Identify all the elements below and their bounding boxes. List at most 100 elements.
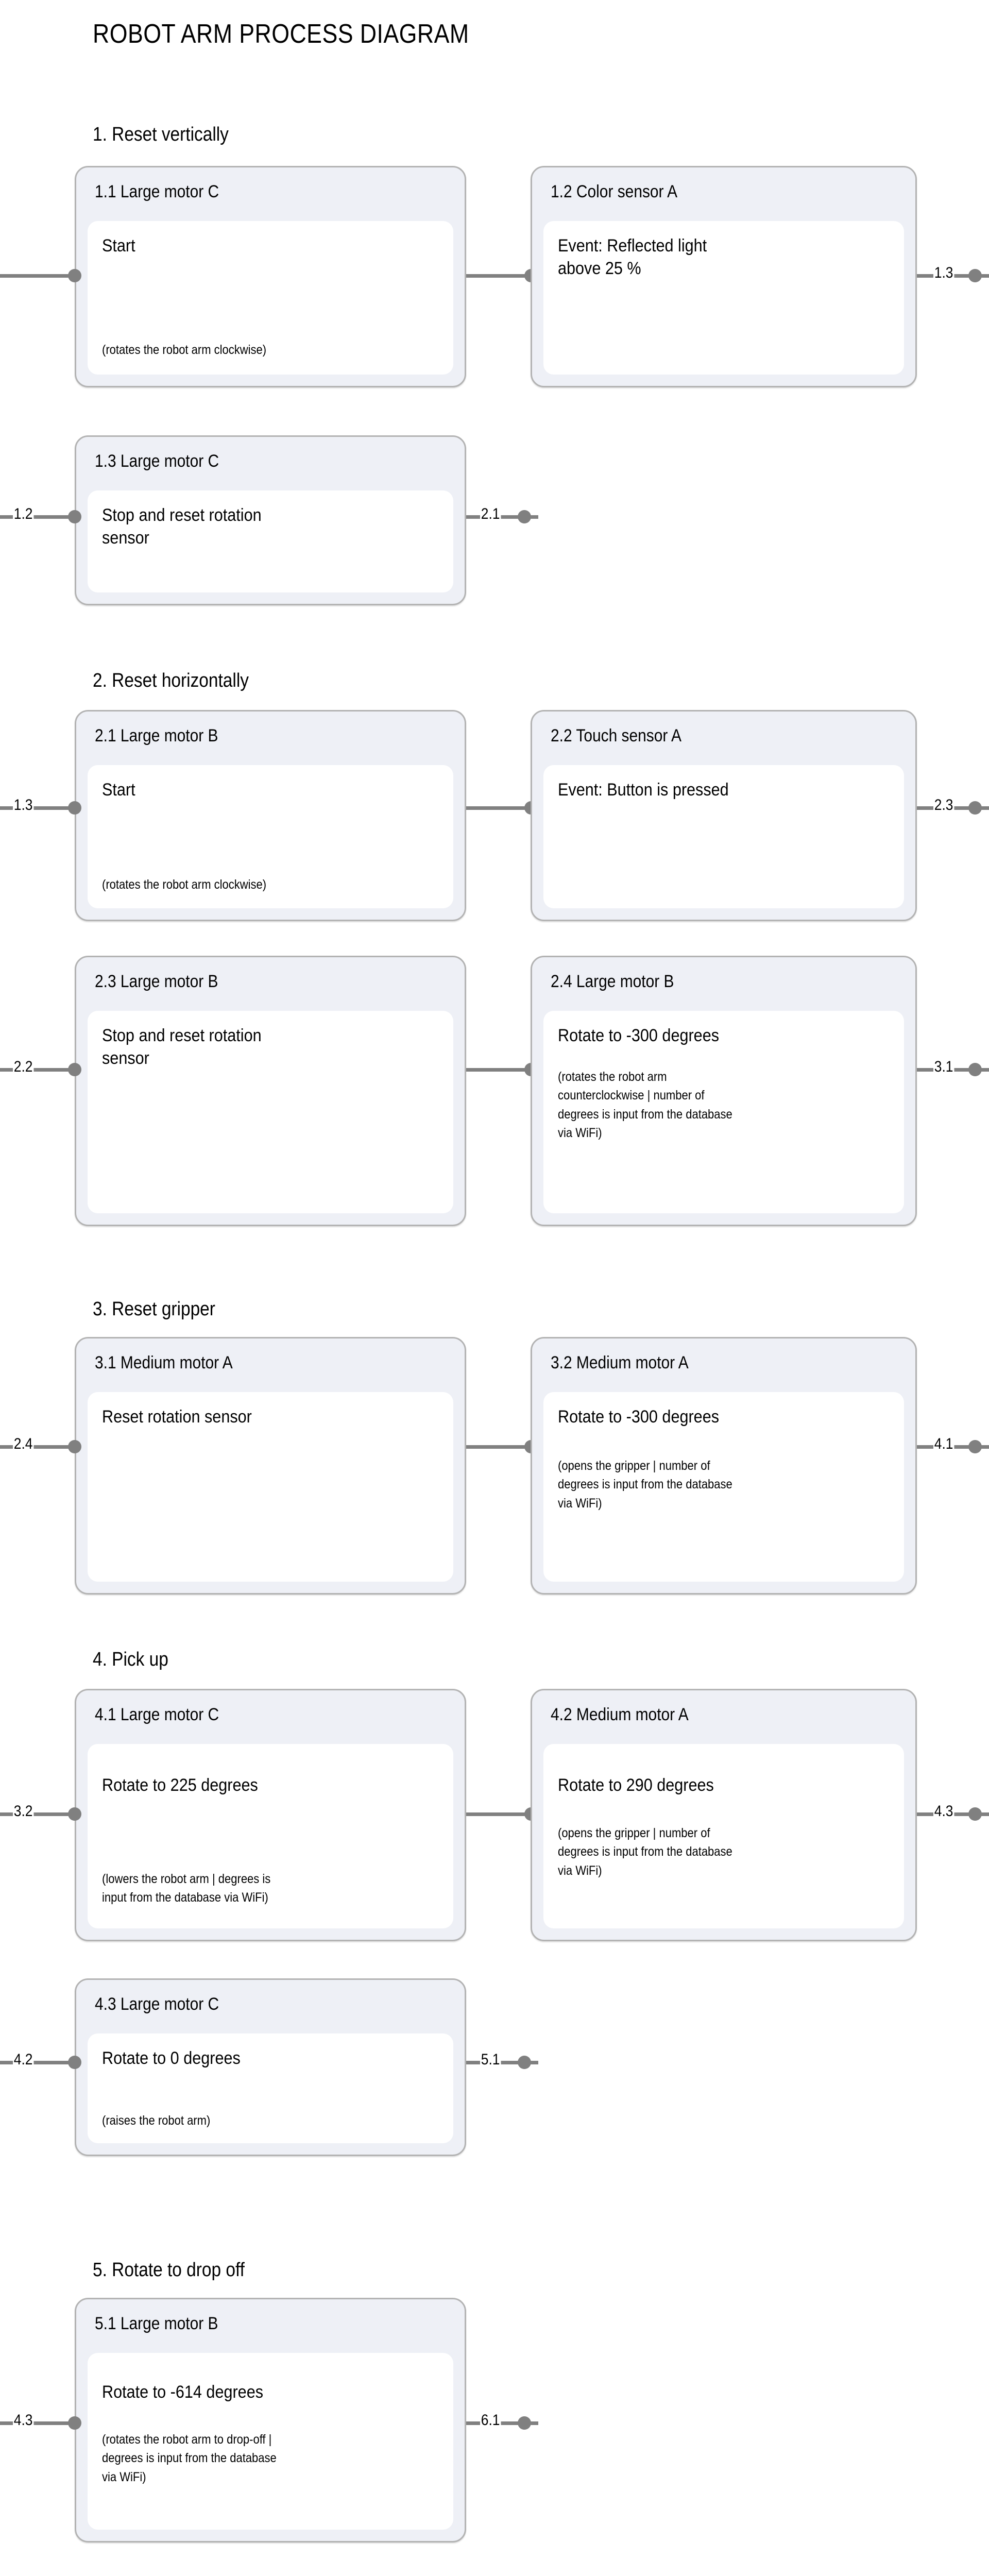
card-body: Stop and reset rotation sensor [88,490,453,592]
wire-dot [68,510,81,523]
card-1-3[interactable]: 1.3 Large motor C Stop and reset rotatio… [75,435,466,605]
card-main-text: Reset rotation sensor [102,1407,252,1427]
section-title-5: 5. Rotate to drop off [93,2259,245,2281]
wire-dot [518,510,531,523]
card-body: Rotate to -300 degrees (opens the grippe… [543,1392,904,1582]
card-title: 1.3 Large motor C [95,451,219,471]
card-note-text: (opens the gripper | number of degrees i… [558,1826,732,1878]
wire-label-out-5-1: 6.1 [480,2412,501,2429]
wire-label-out-4-3: 5.1 [480,2051,501,2069]
card-5-1[interactable]: 5.1 Large motor B Rotate to -614 degrees… [75,2298,466,2543]
section-title-3: 3. Reset gripper [93,1298,215,1320]
card-2-1[interactable]: 2.1 Large motor B Start (rotates the rob… [75,710,466,921]
card-note-text: (rotates the robot arm clockwise) [102,342,267,357]
wire-2-1-to-2-2 [466,806,533,810]
card-main-text: Rotate to -300 degrees [558,1026,720,1045]
wire-out-4-3 [466,2061,538,2064]
card-main-text: Start [102,236,135,256]
card-title: 4.1 Large motor C [95,1705,219,1724]
card-note-text: (raises the robot arm) [102,2113,211,2128]
wire-label-out-1-3: 2.1 [480,505,501,523]
wire-label-in-3-1: 2.4 [13,1435,34,1453]
card-body: Rotate to 290 degrees (opens the gripper… [543,1744,904,1928]
card-title: 4.3 Large motor C [95,1994,219,2014]
wire-in-5-1 [0,2421,77,2425]
wire-in-1-3 [0,515,77,519]
card-1-1[interactable]: 1.1 Large motor C Start (rotates the rob… [75,166,466,387]
card-body: Start (rotates the robot arm clockwise) [88,221,453,375]
wire-in-2-3 [0,1068,77,1072]
card-main-text: Event: Button is pressed [558,780,729,800]
wire-dot [68,801,81,815]
wire-dot [968,801,982,815]
card-body: Rotate to -300 degrees (rotates the robo… [543,1011,904,1213]
card-4-3[interactable]: 4.3 Large motor C Rotate to 0 degrees (r… [75,1978,466,2156]
wire-in-4-1 [0,1812,77,1816]
wire-dot [68,269,81,282]
wire-dot [518,2416,531,2430]
wire-1-1-to-1-2 [466,274,533,278]
wire-dot [518,2056,531,2069]
wire-dot [968,1807,982,1821]
card-note-text: (rotates the robot arm counterclockwise … [558,1070,732,1140]
wire-3-1-to-3-2 [466,1445,533,1449]
section-title-4: 4. Pick up [93,1649,168,1670]
section-title-1: 1. Reset vertically [93,124,229,145]
card-title: 4.2 Medium motor A [551,1705,689,1724]
card-body: Rotate to -614 degrees (rotates the robo… [88,2353,453,2530]
wire-label-out-2-2: 2.3 [933,796,954,814]
card-main-text: Rotate to 0 degrees [102,2048,241,2068]
card-main-text: Rotate to 225 degrees [102,1775,258,1795]
card-1-2[interactable]: 1.2 Color sensor A Event: Reflected ligh… [531,166,917,387]
card-body: Start (rotates the robot arm clockwise) [88,765,453,908]
card-2-2[interactable]: 2.2 Touch sensor A Event: Button is pres… [531,710,917,921]
card-title: 2.1 Large motor B [95,726,218,745]
page-title: ROBOT ARM PROCESS DIAGRAM [93,19,469,49]
card-body: Stop and reset rotation sensor [88,1011,453,1213]
wire-dot [968,1440,982,1453]
card-title: 3.2 Medium motor A [551,1353,689,1372]
card-main-text: Event: Reflected light above 25 % [558,236,707,279]
card-title: 1.1 Large motor C [95,182,219,201]
card-4-1[interactable]: 4.1 Large motor C Rotate to 225 degrees … [75,1689,466,1941]
card-2-4[interactable]: 2.4 Large motor B Rotate to -300 degrees… [531,956,917,1226]
card-3-2[interactable]: 3.2 Medium motor A Rotate to -300 degree… [531,1337,917,1595]
wire-out-1-3 [466,515,538,519]
wire-4-1-to-4-2 [466,1812,533,1816]
wire-label-in-1-3: 1.2 [13,505,34,523]
card-note-text: (opens the gripper | number of degrees i… [558,1459,732,1511]
card-main-text: Stop and reset rotation sensor [102,1026,262,1069]
wire-dot [68,1440,81,1453]
card-main-text: Stop and reset rotation sensor [102,505,262,548]
wire-label-in-4-1: 3.2 [13,1803,34,1820]
wire-in-3-1 [0,1445,77,1449]
card-2-3[interactable]: 2.3 Large motor B Stop and reset rotatio… [75,956,466,1226]
wire-label-in-2-3: 2.2 [13,1058,34,1076]
card-title: 2.3 Large motor B [95,972,218,991]
wire-label-in-5-1: 4.3 [13,2412,34,2429]
card-body: Rotate to 225 degrees (lowers the robot … [88,1744,453,1928]
card-main-text: Rotate to -614 degrees [102,2382,264,2402]
card-title: 2.4 Large motor B [551,972,674,991]
wire-label-out-3-2: 4.1 [933,1435,954,1453]
card-body: Rotate to 0 degrees (raises the robot ar… [88,2033,453,2143]
card-note-text: (lowers the robot arm | degrees is input… [102,1871,271,1905]
card-title: 2.2 Touch sensor A [551,726,681,745]
card-title: 1.2 Color sensor A [551,182,678,201]
wire-dot [68,1807,81,1821]
card-note-text: (rotates the robot arm clockwise) [102,877,267,892]
card-body: Event: Reflected light above 25 % [543,221,904,375]
wire-dot [68,1063,81,1076]
wire-label-out-2-4: 3.1 [933,1058,954,1076]
wire-in-2-1 [0,806,77,810]
wire-label-in-2-1: 1.3 [13,796,34,814]
card-title: 3.1 Medium motor A [95,1353,233,1372]
wire-dot [968,1063,982,1076]
card-4-2[interactable]: 4.2 Medium motor A Rotate to 290 degrees… [531,1689,917,1941]
card-3-1[interactable]: 3.1 Medium motor A Reset rotation sensor [75,1337,466,1595]
wire-out-5-1 [466,2421,538,2425]
wire-2-3-to-2-4 [466,1068,533,1072]
card-main-text: Rotate to -300 degrees [558,1407,720,1427]
wire-dot [68,2056,81,2069]
card-note-text: (rotates the robot arm to drop-off | deg… [102,2432,277,2484]
